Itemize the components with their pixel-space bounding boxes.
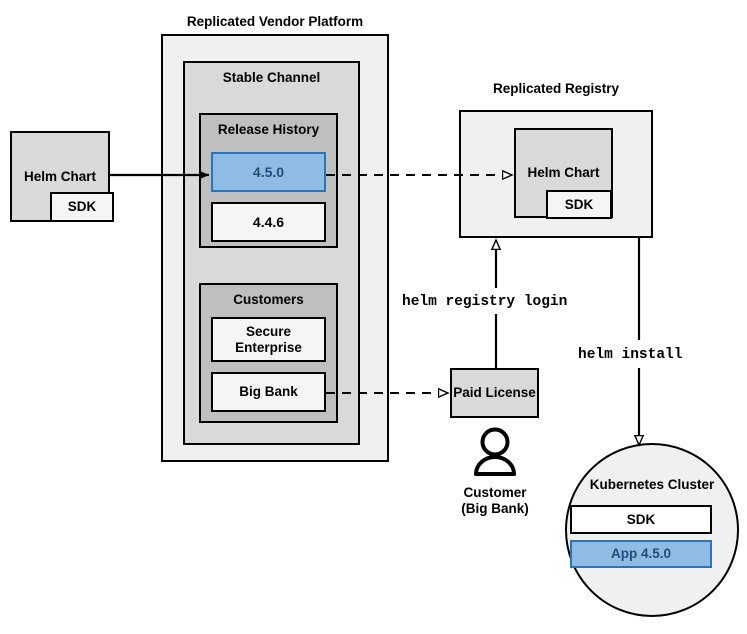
registry-helm-chart-label: Helm Chart xyxy=(527,165,600,181)
registry-sdk-label: SDK xyxy=(564,196,594,212)
registry-title: Replicated Registry xyxy=(492,81,620,96)
customer-actor-line1: Customer xyxy=(463,485,527,500)
cluster-component-label: SDK xyxy=(626,511,656,527)
person-icon xyxy=(474,427,516,476)
stable-channel-label: Stable Channel xyxy=(222,70,321,85)
command-helm-install: helm install xyxy=(578,347,683,363)
customer-name-label: Secure Enterprise xyxy=(235,323,302,355)
cluster-component-sdk: SDK xyxy=(570,505,712,534)
customer-big-bank[interactable]: Big Bank xyxy=(211,372,326,412)
customer-actor-label: Customer (Big Bank) xyxy=(440,485,550,517)
customer-name-label: Big Bank xyxy=(239,384,298,400)
release-version-label: 4.5.0 xyxy=(252,163,285,180)
cluster-component-label: App 4.5.0 xyxy=(610,546,672,562)
customer-secure-enterprise[interactable]: Secure Enterprise xyxy=(211,317,326,362)
customers-label: Customers xyxy=(233,292,304,307)
customer-actor-line2: (Big Bank) xyxy=(461,501,529,517)
source-helm-chart-label: Helm Chart xyxy=(23,168,96,184)
release-version-label: 4.4.6 xyxy=(252,213,285,230)
paid-license-label: Paid License xyxy=(453,385,536,401)
source-sdk-label: SDK xyxy=(67,199,97,215)
release-version-4-5-0[interactable]: 4.5.0 xyxy=(211,152,326,192)
vendor-platform-title: Replicated Vendor Platform xyxy=(186,14,364,29)
cluster-component-app: App 4.5.0 xyxy=(570,540,712,568)
release-history-label: Release History xyxy=(217,122,320,137)
paid-license-box: Paid License xyxy=(450,368,539,418)
release-version-4-4-6[interactable]: 4.4.6 xyxy=(211,202,326,242)
source-sdk-box: SDK xyxy=(50,192,114,222)
kubernetes-cluster-label: Kubernetes Cluster xyxy=(589,477,715,492)
command-helm-registry-login: helm registry login xyxy=(402,294,568,310)
registry-sdk-box: SDK xyxy=(546,190,612,219)
